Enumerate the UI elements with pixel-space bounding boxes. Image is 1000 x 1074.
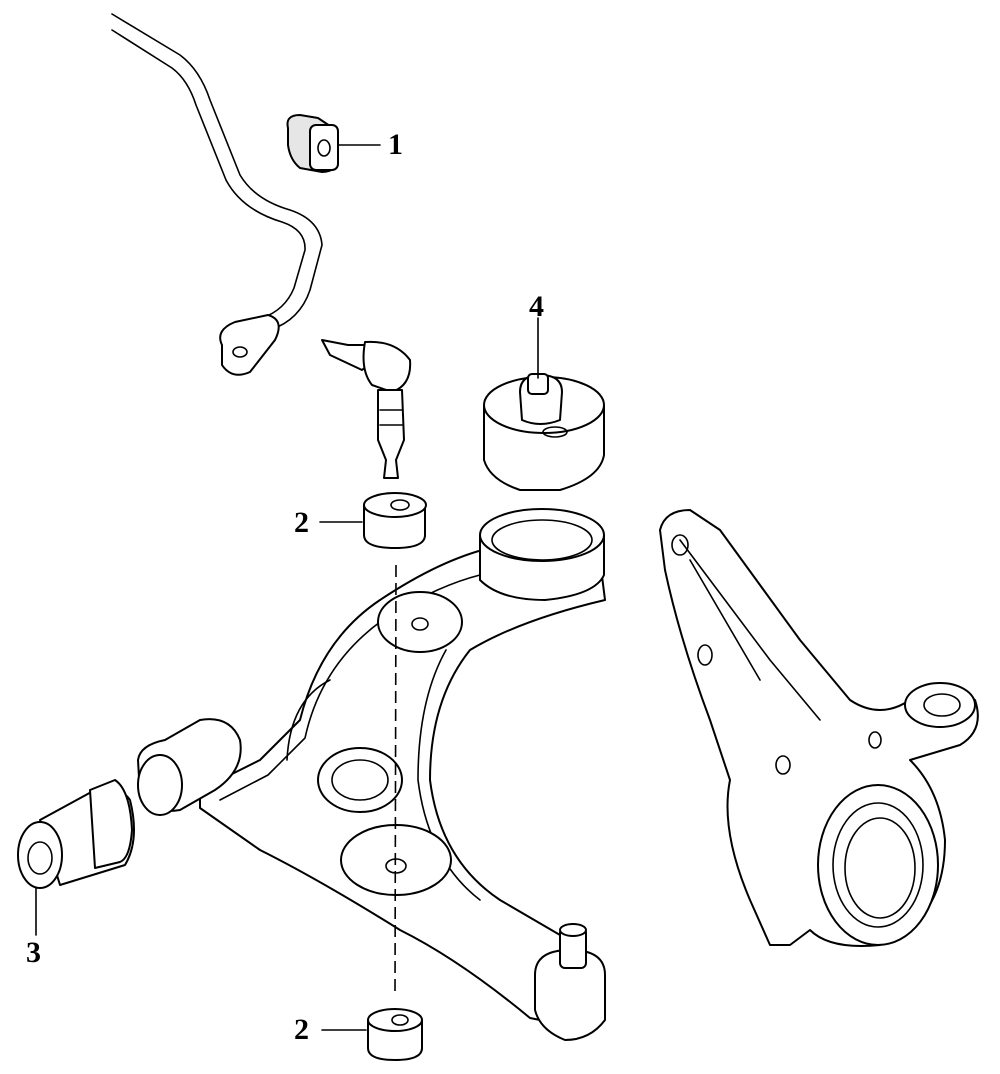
callout-2-lower: 2 — [294, 1013, 309, 1046]
link-bushing-upper — [319, 492, 427, 549]
link-bushing-lower — [321, 1008, 423, 1061]
stabilizer-bushing — [286, 114, 381, 173]
stabilizer-link — [321, 339, 412, 479]
callout-1: 1 — [388, 128, 403, 161]
arm-front-bushing — [17, 779, 135, 936]
callout-3: 3 — [26, 936, 41, 969]
arm-rear-bushing — [483, 317, 605, 491]
stabilizer-bar — [111, 13, 323, 376]
steering-knuckle — [659, 509, 979, 947]
callout-2-upper: 2 — [294, 506, 309, 539]
lower-control-arm — [137, 508, 606, 1041]
callout-4: 4 — [529, 290, 544, 323]
